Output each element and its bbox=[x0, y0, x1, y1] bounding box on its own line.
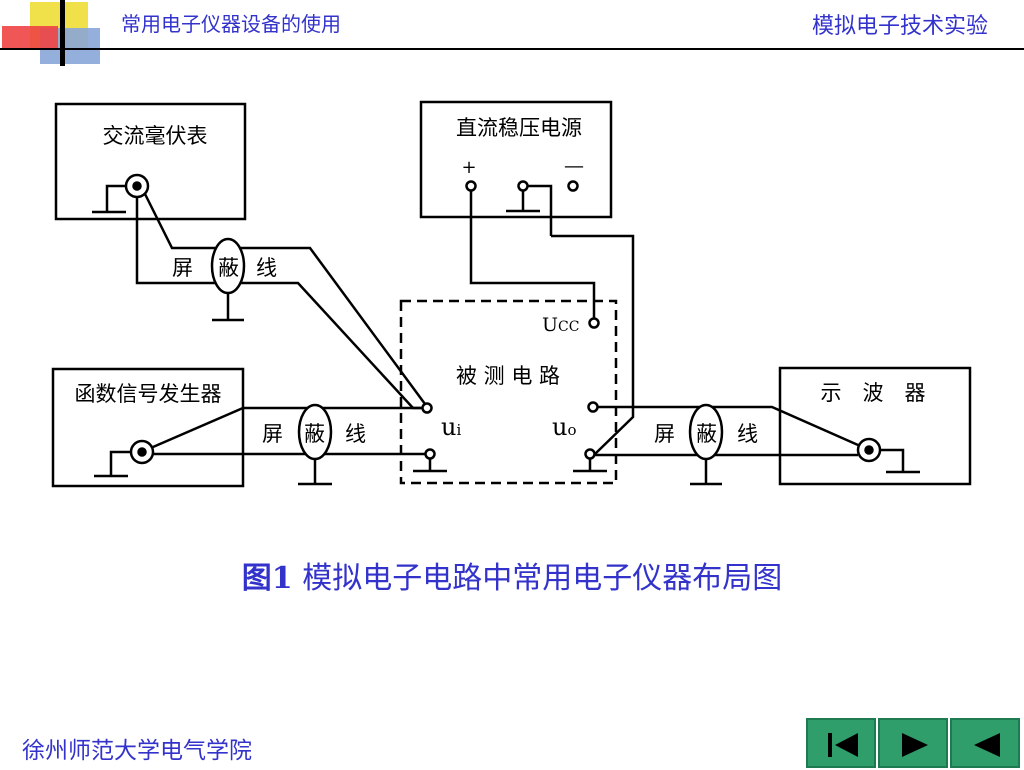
next-slide-button[interactable] bbox=[878, 718, 948, 768]
svg-text:交流毫伏表: 交流毫伏表 bbox=[103, 124, 208, 148]
play-prev-icon bbox=[974, 733, 1000, 757]
svg-text:线: 线 bbox=[737, 422, 758, 446]
slide-logo bbox=[0, 0, 110, 66]
footer-institution: 徐州师范大学电气学院 bbox=[22, 738, 252, 764]
svg-text:蔽: 蔽 bbox=[696, 422, 717, 446]
svg-text:蔽: 蔽 bbox=[304, 422, 325, 446]
ui-label: ui bbox=[441, 413, 461, 441]
svg-text:被 测 电 路: 被 测 电 路 bbox=[456, 364, 560, 388]
header-left-title: 常用电子仪器设备的使用 bbox=[121, 12, 341, 36]
svg-text:—: — bbox=[564, 153, 584, 177]
svg-text:蔽: 蔽 bbox=[218, 256, 239, 280]
play-next-icon bbox=[902, 733, 928, 757]
previous-slide-button[interactable] bbox=[950, 718, 1020, 768]
ucc-label: UCC bbox=[542, 314, 579, 336]
header-divider bbox=[62, 48, 1024, 50]
svg-text:函数信号发生器: 函数信号发生器 bbox=[75, 382, 222, 406]
svg-text:线: 线 bbox=[256, 256, 277, 280]
dc-power-supply: 直流稳压电源 + — bbox=[419, 100, 613, 236]
svg-text:屏: 屏 bbox=[654, 422, 675, 446]
function-signal-generator: 函数信号发生器 bbox=[51, 367, 245, 488]
circuit-under-test: 被 测 电 路 UCC ui uo bbox=[399, 299, 618, 485]
first-slide-button[interactable] bbox=[806, 718, 876, 768]
svg-text:线: 线 bbox=[345, 422, 366, 446]
uo-label: uo bbox=[552, 413, 577, 441]
svg-text:屏: 屏 bbox=[262, 422, 283, 446]
instrument-layout-diagram: 交流毫伏表 直流稳压电源 + — 函数信号发生器 示 波 器 bbox=[51, 100, 972, 488]
ac-millivoltmeter: 交流毫伏表 bbox=[54, 102, 247, 221]
svg-text:屏: 屏 bbox=[172, 256, 193, 280]
skip-to-first-icon bbox=[828, 733, 858, 757]
figure-caption: 图1 模拟电子电路中常用电子仪器布局图 bbox=[241, 561, 783, 596]
svg-text:直流稳压电源: 直流稳压电源 bbox=[456, 116, 582, 140]
header-right-title: 模拟电子技术实验 bbox=[811, 14, 988, 39]
svg-text:示 波 器: 示 波 器 bbox=[821, 381, 926, 405]
oscilloscope: 示 波 器 bbox=[778, 366, 972, 486]
svg-text:+: + bbox=[461, 157, 476, 178]
